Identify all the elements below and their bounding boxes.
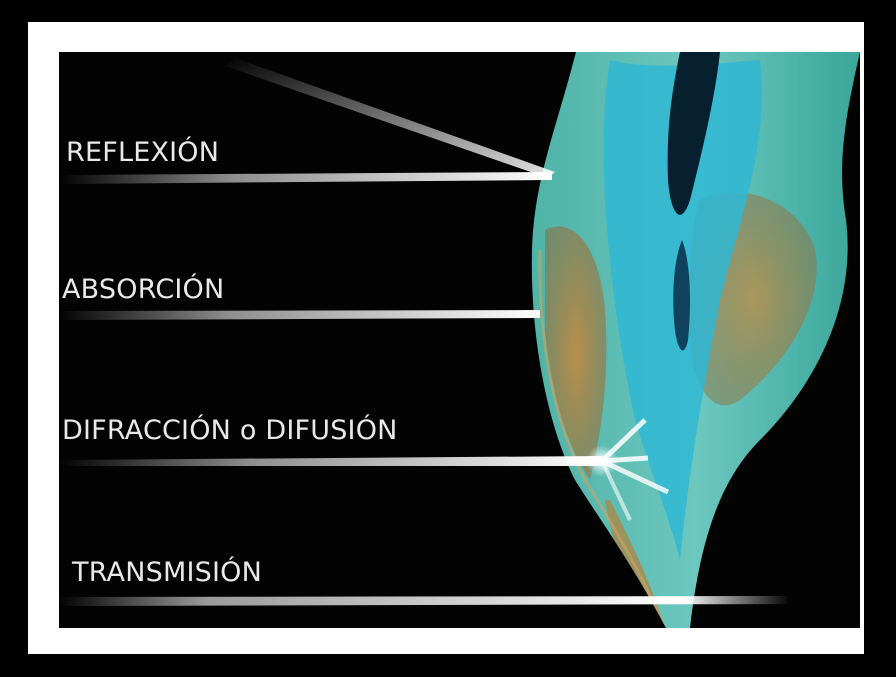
tooth-section (532, 52, 860, 628)
absorcion-beam (60, 310, 540, 320)
label-difraccion: DIFRACCIÓN o DIFUSIÓN (62, 417, 398, 444)
label-reflexion: REFLEXIÓN (66, 139, 219, 166)
label-transmision: TRANSMISIÓN (72, 559, 262, 586)
label-absorcion: ABSORCIÓN (62, 276, 224, 303)
